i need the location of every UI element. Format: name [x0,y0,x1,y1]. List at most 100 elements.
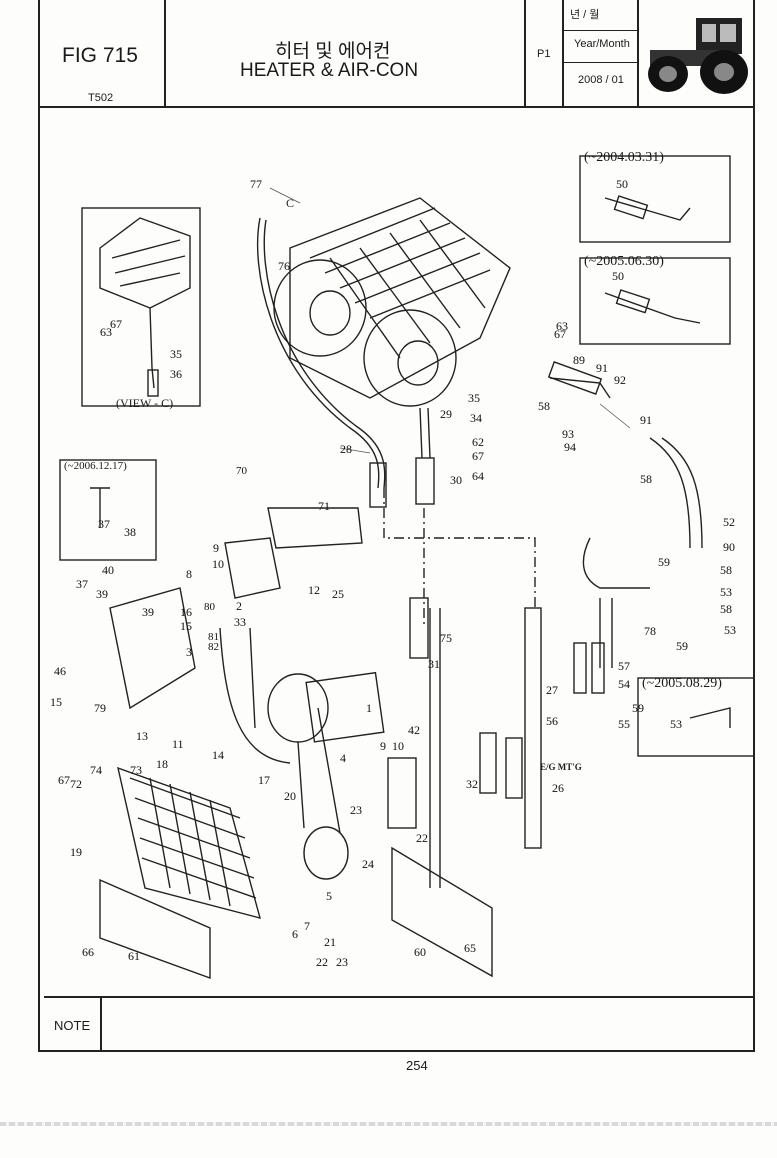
svg-text:61: 61 [128,949,140,963]
svg-text:1: 1 [366,701,372,715]
svg-text:67: 67 [58,773,70,787]
svg-text:82: 82 [208,641,219,653]
header-bottom-rule [38,106,755,108]
svg-text:72: 72 [70,777,82,791]
revision-inset-frame [579,155,731,243]
revision-note: (~2005.08.29) [642,676,722,691]
svg-text:56: 56 [546,714,558,728]
svg-text:93: 93 [562,427,574,441]
svg-text:59: 59 [632,701,644,715]
svg-text:58: 58 [640,472,652,486]
svg-text:31: 31 [428,657,440,671]
svg-text:63: 63 [100,325,112,339]
svg-text:5: 5 [326,889,332,903]
svg-text:15: 15 [50,695,62,709]
bracket-part [109,587,196,710]
svg-text:24: 24 [362,857,374,871]
revision-inset-frame [637,677,754,757]
svg-text:30: 30 [450,473,462,487]
svg-text:73: 73 [130,763,142,777]
page-frame [38,0,755,1052]
page-title: HEATER & AIR-CON [240,60,419,81]
svg-text:27: 27 [546,683,558,697]
svg-text:17: 17 [258,773,270,787]
svg-text:12: 12 [308,583,320,597]
svg-text:50: 50 [612,269,624,283]
svg-text:34: 34 [470,411,482,425]
svg-text:75: 75 [440,631,452,645]
evaporator-cover [391,846,493,978]
svg-text:74: 74 [90,763,102,777]
svg-text:23: 23 [336,955,348,969]
header-divider [637,0,639,107]
svg-text:37: 37 [76,577,88,591]
revision-note: (~2004.03.31) [584,150,664,165]
svg-text:18: 18 [156,757,168,771]
year-month-label-korean: 년 / 월 [570,9,600,21]
svg-text:9: 9 [380,739,386,753]
svg-text:91: 91 [596,361,608,375]
revision-note: (~2005.06.30) [584,254,664,269]
svg-text:39: 39 [96,587,108,601]
svg-text:20: 20 [284,789,296,803]
view-c-label: (VIEW - C) [116,396,174,410]
svg-text:59: 59 [658,555,670,569]
svg-text:64: 64 [472,469,484,483]
header-divider [563,62,638,63]
condenser-core [117,766,261,919]
svg-text:32: 32 [466,777,478,791]
svg-text:42: 42 [408,723,420,737]
view-c-inset-frame [81,207,201,407]
svg-text:58: 58 [720,602,732,616]
svg-text:6: 6 [292,927,298,941]
svg-text:67: 67 [110,317,122,331]
svg-text:80: 80 [204,601,216,613]
page-title-korean: 히터 및 에어컨 [275,41,391,62]
svg-text:14: 14 [212,748,224,762]
svg-text:26: 26 [552,781,564,795]
svg-text:23: 23 [350,803,362,817]
svg-text:13: 13 [136,729,148,743]
svg-text:7: 7 [304,919,310,933]
svg-text:89: 89 [573,353,585,367]
svg-text:35: 35 [170,347,182,361]
view-c-marker: C [286,196,295,210]
header-divider [563,30,638,31]
svg-text:39: 39 [142,605,154,619]
note-label: NOTE [54,1018,91,1033]
svg-text:76: 76 [278,259,290,273]
svg-text:2: 2 [236,599,242,613]
note-divider [100,996,102,1052]
svg-text:35: 35 [468,391,480,405]
svg-text:90: 90 [723,540,735,554]
svg-text:3: 3 [186,645,192,659]
heater-unit-outline [289,197,511,399]
svg-text:81: 81 [208,631,219,643]
svg-text:10: 10 [212,557,224,571]
svg-text:65: 65 [464,941,476,955]
svg-text:16: 16 [180,605,192,619]
header-divider [562,0,564,107]
revision-note: (~2006.12.17) [64,460,127,472]
svg-text:19: 19 [70,845,82,859]
svg-text:53: 53 [724,623,736,637]
svg-text:58: 58 [538,399,550,413]
svg-text:52: 52 [723,515,735,529]
page-number: 254 [406,1058,428,1073]
svg-text:4: 4 [340,751,346,765]
year-month-value: 2008 / 01 [578,74,624,86]
svg-text:21: 21 [324,935,336,949]
svg-text:57: 57 [618,659,630,673]
svg-text:10: 10 [392,739,404,753]
svg-text:79: 79 [94,701,106,715]
svg-text:8: 8 [186,567,192,581]
svg-text:60: 60 [414,945,426,959]
svg-text:22: 22 [416,831,428,845]
svg-text:78: 78 [644,624,656,638]
revision-inset-frame [59,459,157,561]
svg-text:71: 71 [318,499,330,513]
svg-text:50: 50 [616,177,628,191]
header-divider [524,0,526,107]
svg-text:54: 54 [618,677,630,691]
